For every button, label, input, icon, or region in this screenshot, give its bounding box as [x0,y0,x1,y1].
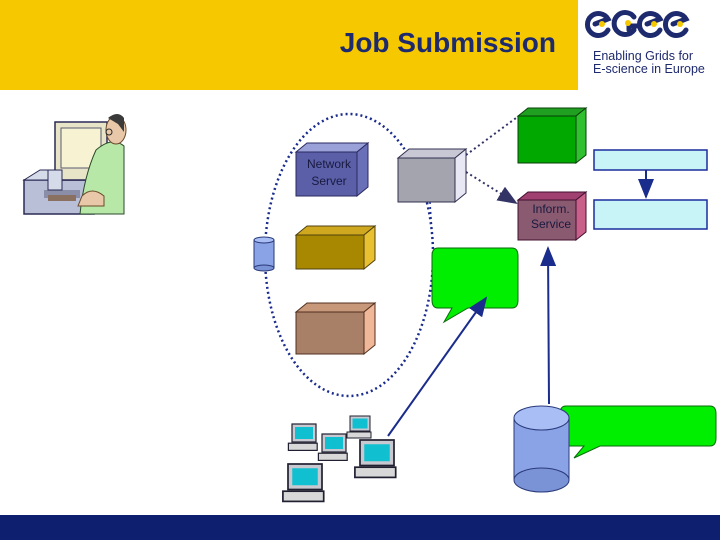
header-band [0,0,578,90]
olive-service-node [294,224,377,271]
arrow-cluster-to-broker [387,296,488,437]
information-database-icon [513,405,570,493]
egee-logo [578,0,720,90]
inform-service-label-2: Service [531,217,571,231]
network-server-node: Network Server [294,141,370,198]
job-controller-node [294,301,377,356]
sandbox-storage-icon [253,236,275,272]
network-server-label-1: Network [307,157,352,171]
cyan-box-top [593,149,708,171]
dotted-link-to-green [465,117,517,156]
green-callout-bottom [559,405,717,459]
dotted-link-to-inform [465,171,518,205]
green-resource-node [516,106,588,165]
network-server-label-2: Server [311,174,346,188]
logo-tagline-line1: Enabling Grids for [593,49,694,63]
dotted-link-down [429,201,434,249]
computing-cluster-icon [282,415,397,503]
egee-wordmark-logo [585,10,690,38]
green-callout-middle [431,247,519,324]
logo-tagline-line2: E-science in Europe [593,62,705,76]
footer-band [0,515,720,540]
inform-service-label-1: Inform. [532,202,569,216]
workload-manager-node [396,147,468,204]
slide-title: Job Submission [339,27,556,58]
logo-tagline: Enabling Grids for E-science in Europe [593,50,705,76]
user-workstation-icon [22,114,127,215]
information-service-node: Inform. Service [516,190,588,242]
cyan-box-bottom [593,199,708,230]
arrow-db-to-inform [540,246,557,405]
